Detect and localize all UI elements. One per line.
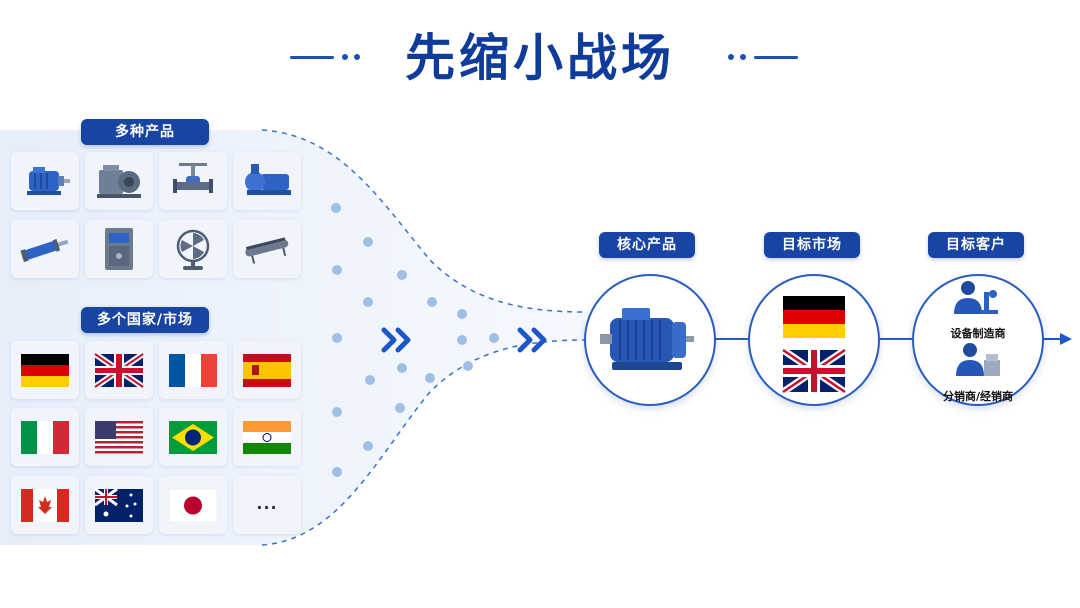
product-tile [159,220,227,278]
flag-tile [159,408,227,466]
target-customer-circle: 设备制造商 分销商/经销商 [912,274,1044,406]
canada-flag-icon [21,489,69,522]
gearbox-icon [97,165,141,198]
funnel-dots [331,203,499,477]
flag-tile [85,408,153,466]
target-market-label: 目标市场 [764,232,860,258]
chevron-arrows [381,327,547,353]
title-deco-dot [342,54,348,60]
flag-tile [11,408,79,466]
product-tile [233,220,301,278]
pump-icon [245,164,291,195]
flag-tile [11,341,79,399]
arrow-right-icon [1060,333,1072,345]
page-title: 先缩小战场 [405,29,675,87]
manufacturer-person-icon [954,281,998,314]
title-deco-dot [740,54,746,60]
product-tile [85,220,153,278]
customer-label-manufacturer: 设备制造商 [950,327,1006,340]
usa-flag-icon [95,421,143,454]
title-deco-dot [728,54,734,60]
title-deco-left-line [290,56,334,59]
customer-label-distributor: 分销商/经销商 [942,390,1014,403]
flag-tile [85,476,153,534]
connector-line [712,338,748,340]
more-ellipsis: ... [256,494,278,513]
product-tile [85,152,153,210]
flag-tile [233,408,301,466]
uk-flag-icon [93,351,145,390]
target-market-circle [748,274,880,406]
flag-tile [159,341,227,399]
cylinder-icon [20,238,69,263]
conveyor-icon [245,237,289,264]
germany-flag-icon [21,354,69,387]
title-deco-dot [354,54,360,60]
distributor-person-icon [956,343,1000,376]
product-tile [11,220,79,278]
products-label: 多种产品 [81,119,209,145]
more-tile: ... [233,476,301,534]
target-customer-label: 目标客户 [928,232,1024,258]
inverter-icon [105,228,133,270]
germany-flag-icon [783,296,845,338]
title-deco-right-line [754,56,798,59]
funnel-top-edge [261,129,586,313]
markets-label: 多个国家/市场 [81,307,209,333]
italy-flag-icon [21,421,69,454]
product-tile [159,152,227,210]
spain-flag-icon [243,354,291,387]
product-tile [233,152,301,210]
flag-tile [233,341,301,399]
japan-flag-icon [168,488,218,523]
uk-flag-icon [781,347,847,395]
france-flag-icon [169,354,217,387]
product-tile [11,152,79,210]
title-area: 先缩小战场 [0,22,1080,92]
core-product-circle [584,274,716,406]
flag-tile [159,476,227,534]
electric-motor-icon [600,308,694,370]
flag-tile [85,341,153,399]
valve-icon [173,163,213,193]
fan-icon [176,229,210,270]
brazil-flag-icon [169,421,217,454]
core-product-label: 核心产品 [599,232,695,258]
motor-icon [27,167,70,195]
india-flag-icon [243,421,291,454]
australia-flag-icon [94,487,143,522]
connector-line [876,338,912,340]
flag-tile [11,476,79,534]
